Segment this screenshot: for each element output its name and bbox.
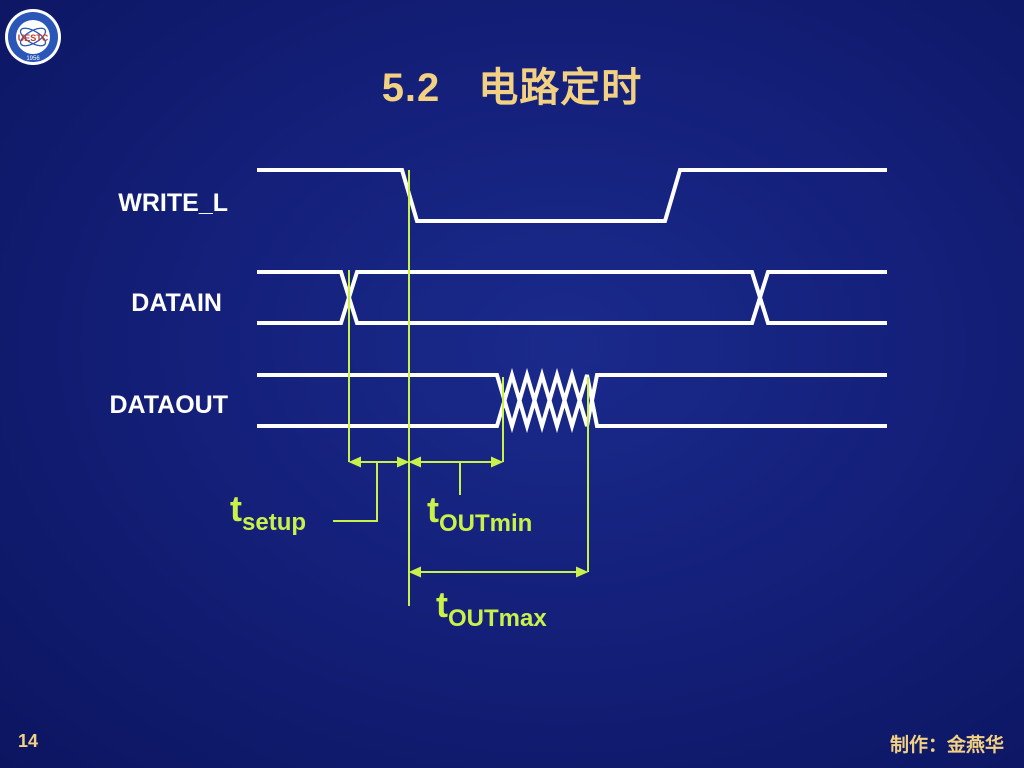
timing-markers (333, 170, 589, 606)
timing-label-outmax: tOUTmax (436, 584, 547, 632)
timing-label-setup: tsetup (230, 488, 306, 536)
timing-label-outmax-t: t (436, 584, 448, 625)
slide-title: 5.2 电路定时 (0, 55, 1024, 113)
timing-label-outmin-t: t (427, 489, 439, 530)
logo-text: UESTC (18, 33, 49, 43)
signal-label-write-l: WRITE_L (118, 189, 228, 217)
waveform-datain (257, 270, 887, 325)
signal-label-dataout: DATAOUT (110, 391, 229, 419)
section-number: 5.2 (381, 66, 441, 110)
timing-label-outmax-sub: OUTmax (448, 605, 547, 632)
signal-label-datain: DATAIN (131, 289, 222, 317)
page-number: 14 (18, 731, 39, 751)
timing-label-outmin-sub: OUTmin (439, 510, 532, 537)
timing-label-setup-sub: setup (242, 509, 306, 536)
timing-label-outmin: tOUTmin (427, 489, 532, 537)
waveform-write-l (257, 168, 887, 223)
section-title: 电路定时 (478, 66, 643, 110)
author-credit: 制作：金燕华 (889, 734, 1004, 756)
waveform-dataout (257, 367, 887, 434)
university-logo: UESTC 1956 (5, 9, 61, 65)
timing-label-setup-t: t (230, 488, 242, 529)
logo-year: 1956 (26, 56, 40, 62)
